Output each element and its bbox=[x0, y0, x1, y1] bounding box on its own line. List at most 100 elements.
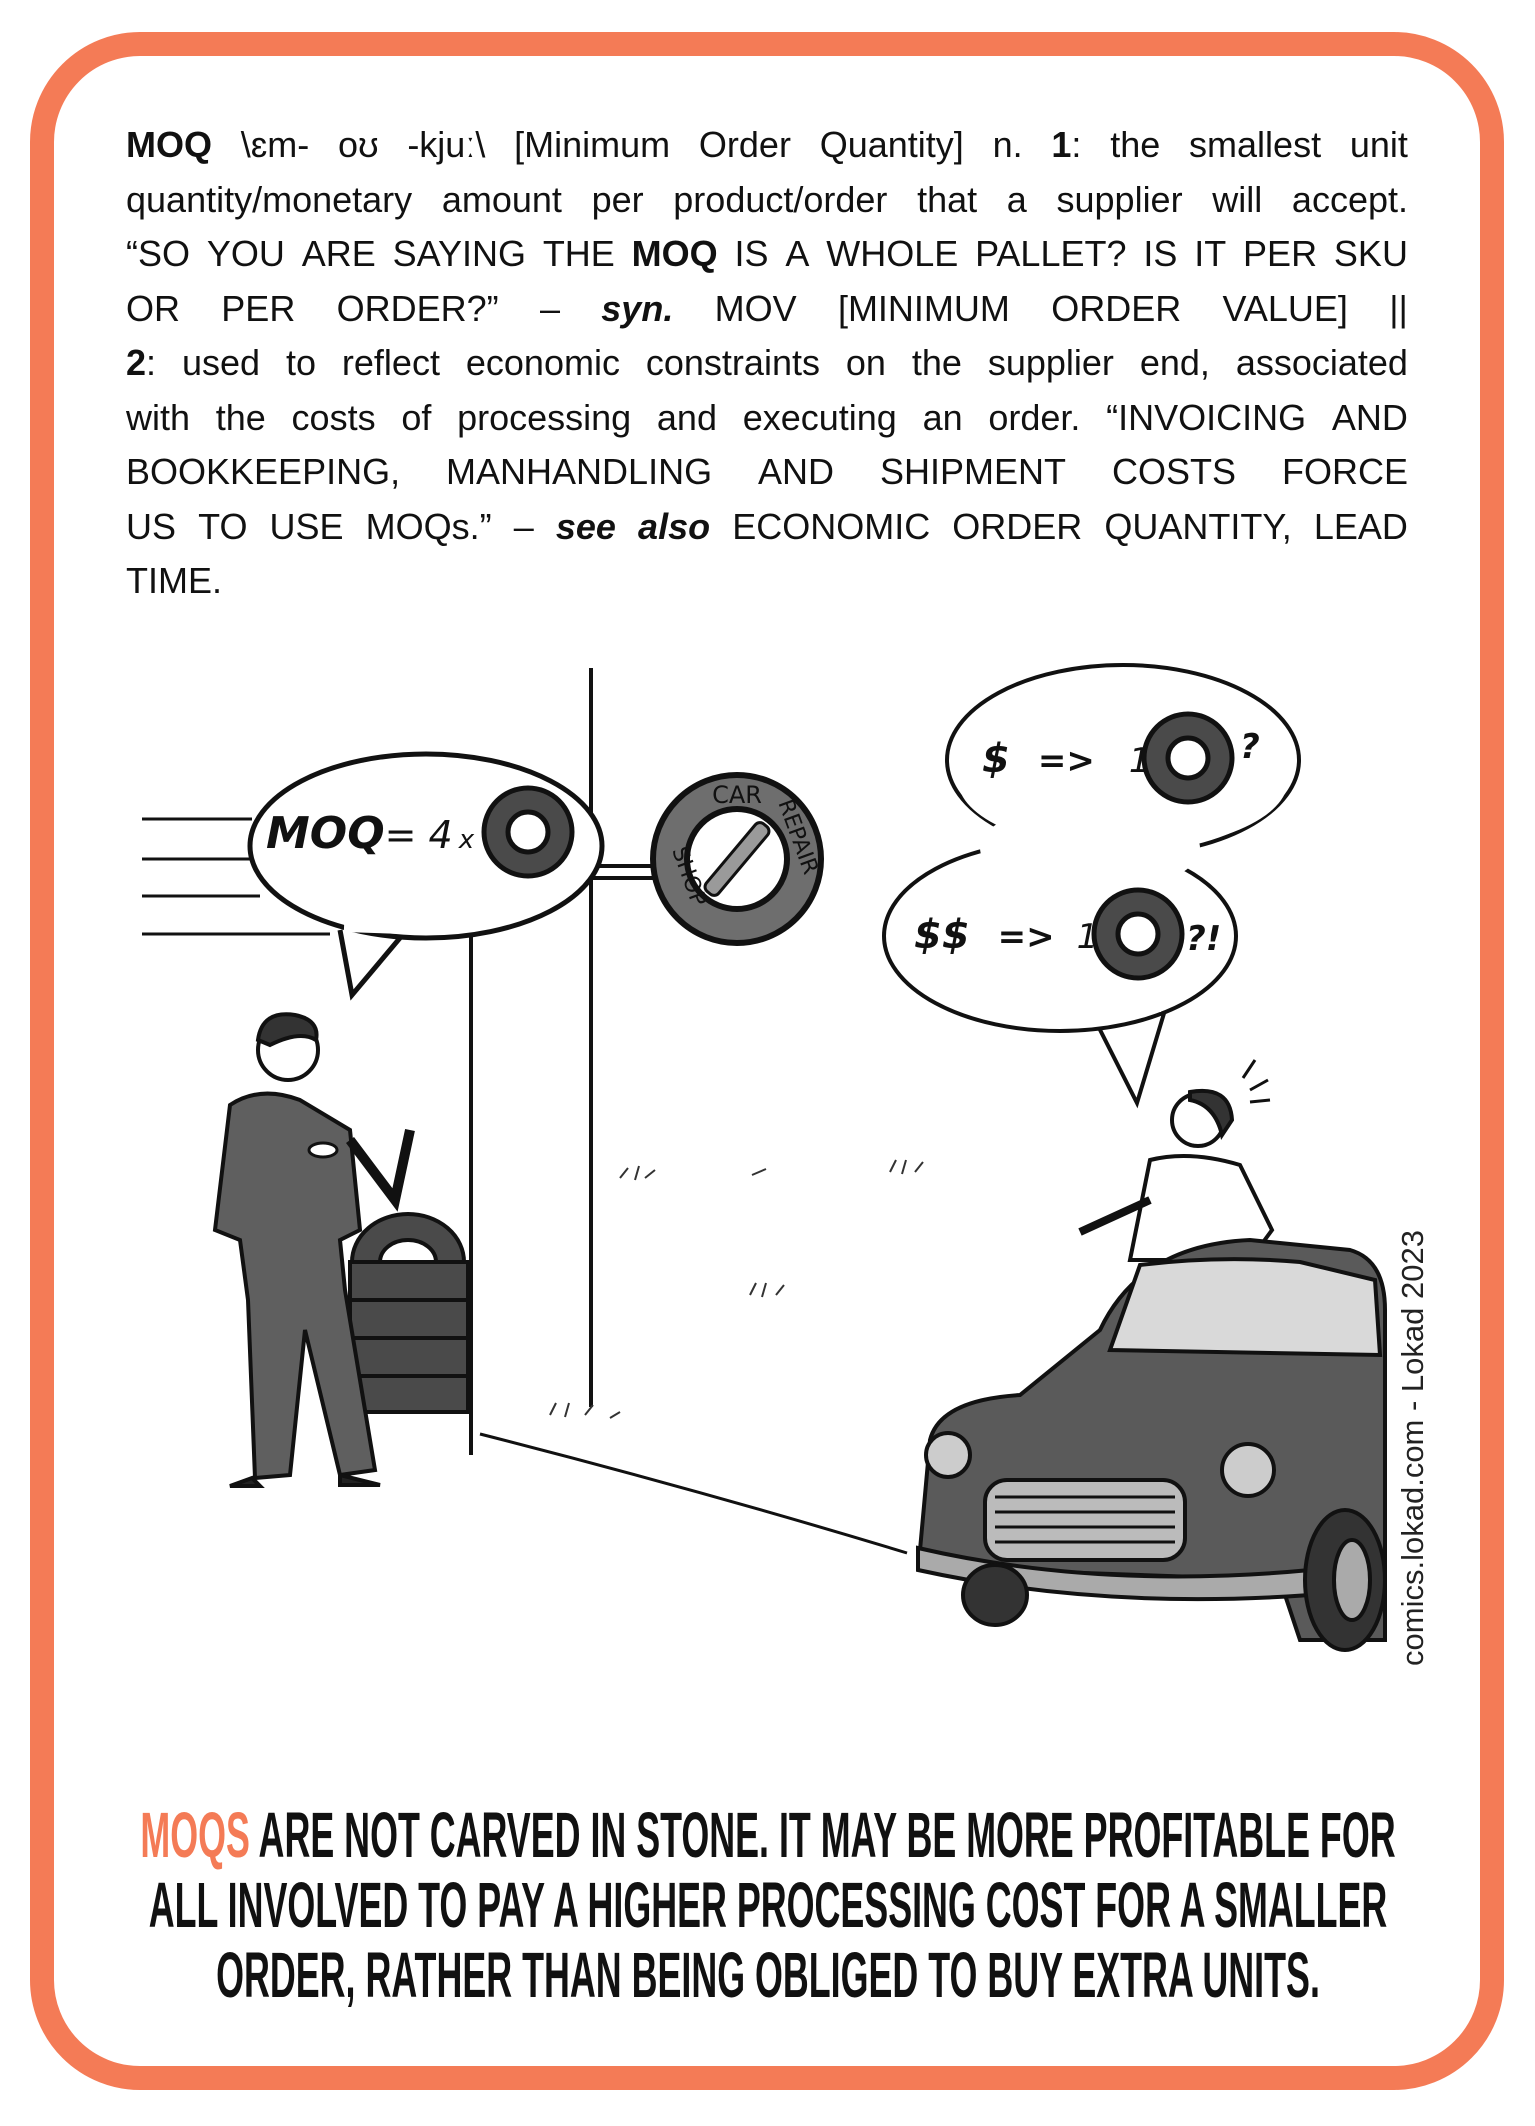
definition-word: LEAD bbox=[1313, 505, 1408, 547]
definition-word: BOOKKEEPING, bbox=[126, 451, 401, 492]
definition-word: supplier bbox=[1056, 178, 1183, 220]
definition-word: -kjuː\ bbox=[407, 124, 486, 165]
definition-word: Quantity] bbox=[819, 124, 964, 165]
definition-word: – bbox=[539, 287, 560, 329]
definition-word: ECONOMIC bbox=[732, 505, 931, 547]
definition-word: QUANTITY, bbox=[1104, 505, 1292, 547]
definition-word: YOU bbox=[206, 233, 285, 274]
definition-word: IS bbox=[734, 233, 769, 274]
caption-text: ARE NOT CARVED IN STONE. IT MAY BE MORE … bbox=[249, 1799, 1396, 1871]
thought-arrow-1: => bbox=[1038, 741, 1095, 781]
definition-word: [MINIMUM bbox=[837, 287, 1010, 329]
definition-word: oʊ bbox=[338, 124, 379, 165]
definition-word: 2: bbox=[126, 342, 157, 383]
definition-word: also bbox=[638, 505, 711, 547]
definition-word: amount bbox=[441, 178, 562, 220]
definition-word: AND bbox=[1331, 396, 1408, 438]
definition-word: PER bbox=[1243, 233, 1318, 274]
caption-line: MOQS ARE NOT CARVED IN STONE. IT MAY BE … bbox=[60, 1800, 1475, 1870]
definition-word: that bbox=[917, 178, 978, 220]
definition-word: PER bbox=[221, 287, 296, 329]
road-line bbox=[479, 1432, 908, 1555]
customer-figure bbox=[1078, 1059, 1275, 1262]
bubble-equals: = 4 bbox=[385, 813, 453, 857]
definition-line: TIME. bbox=[126, 554, 1408, 609]
definition-word: accept. bbox=[1291, 178, 1408, 220]
thought-mark-2: ?! bbox=[1186, 919, 1221, 959]
definition-word: COSTS bbox=[1112, 451, 1237, 492]
definition-word: MOV bbox=[714, 287, 797, 329]
definition-word: used bbox=[181, 342, 261, 383]
definition-word: with bbox=[126, 396, 191, 438]
definition-word: MOQ bbox=[126, 124, 212, 165]
tire-icon bbox=[1094, 890, 1182, 978]
definition-word: syn. bbox=[601, 287, 674, 329]
definition-word: VALUE] bbox=[1222, 287, 1348, 329]
definition-word: will bbox=[1212, 178, 1263, 220]
definition-word: “SO bbox=[126, 233, 191, 274]
definition-word: ORDER?” bbox=[336, 287, 499, 329]
definition-word: per bbox=[591, 178, 644, 220]
definition-word: TO bbox=[198, 505, 248, 547]
definition-word: the bbox=[1110, 124, 1161, 165]
definition-word: on bbox=[845, 342, 886, 383]
thought-mark-1: ? bbox=[1240, 727, 1260, 767]
definition-word: executing bbox=[742, 396, 897, 438]
definition-word: of bbox=[401, 396, 432, 438]
definition-word: Order bbox=[698, 124, 791, 165]
car-repair-sign: CAR REPAIR SHOP bbox=[650, 772, 824, 946]
caption-line: ALL INVOLVED TO PAY A HIGHER PROCESSING … bbox=[60, 1870, 1475, 1940]
definition-word: IS bbox=[1143, 233, 1178, 274]
definition-word: “INVOICING bbox=[1106, 396, 1307, 438]
definition-word: SKU bbox=[1333, 233, 1408, 274]
definition-word: end, bbox=[1139, 342, 1210, 383]
car bbox=[916, 1237, 1387, 1652]
definition-word: an bbox=[922, 396, 963, 438]
definition-word: 1: bbox=[1051, 124, 1082, 165]
definition-word: the bbox=[911, 342, 962, 383]
caption-text: ALL INVOLVED TO PAY A HIGHER PROCESSING … bbox=[148, 1869, 1387, 1941]
definition-word: see bbox=[555, 505, 616, 547]
definition-word: and bbox=[656, 396, 717, 438]
definition-word: processing bbox=[457, 396, 632, 438]
definition-word: ORDER bbox=[1051, 287, 1182, 329]
customer-speech-bubble: $=>1 ? $$=>1 ?! bbox=[882, 663, 1301, 1109]
thought-arrow-2: => bbox=[998, 917, 1055, 957]
definition-text: MOQ \ɛm-oʊ -kjuː\ [Minimum Order Quantity] n. 1… bbox=[126, 118, 1408, 609]
definition-line: MOQ \ɛm-oʊ -kjuː\ [Minimum Order Quantity] n. 1… bbox=[126, 118, 1408, 173]
definition-word: IT bbox=[1194, 233, 1227, 274]
definition-word: quantity/monetary bbox=[126, 178, 413, 220]
definition-word: [Minimum bbox=[514, 124, 671, 165]
definition-word: ORDER bbox=[952, 505, 1083, 547]
definition-word: the bbox=[215, 396, 266, 438]
credit-text: comics.lokad.com - Lokad 2023 bbox=[1395, 1230, 1430, 1666]
definition-word: reflect bbox=[341, 342, 440, 383]
bubble-moq: MOQ bbox=[266, 808, 385, 859]
definition-word: US bbox=[126, 505, 177, 547]
definition-word: USE bbox=[269, 505, 344, 547]
definition-word: constraints bbox=[645, 342, 820, 383]
sign-text-car: CAR bbox=[712, 781, 762, 809]
motion-lines bbox=[142, 817, 330, 936]
definition-word: PALLET? bbox=[975, 233, 1127, 274]
definition-word: – bbox=[513, 505, 534, 547]
definition-word: TIME. bbox=[126, 560, 222, 601]
caption-text: ORDER, RATHER THAN BEING OBLIGED TO BUY … bbox=[215, 1939, 1320, 2011]
thought-currency-1: $ bbox=[982, 736, 1010, 782]
tire-stack bbox=[348, 1212, 470, 1414]
definition-word: n. bbox=[992, 124, 1023, 165]
definition-word: \ɛm- bbox=[240, 124, 310, 165]
definition-word: order. bbox=[988, 396, 1081, 438]
caption: MOQS ARE NOT CARVED IN STONE. IT MAY BE … bbox=[60, 1800, 1475, 2010]
definition-word: SHIPMENT bbox=[880, 451, 1067, 492]
definition-word: A bbox=[785, 233, 810, 274]
definition-word: supplier bbox=[987, 342, 1114, 383]
caption-line: ORDER, RATHER THAN BEING OBLIGED TO BUY … bbox=[60, 1940, 1475, 2010]
